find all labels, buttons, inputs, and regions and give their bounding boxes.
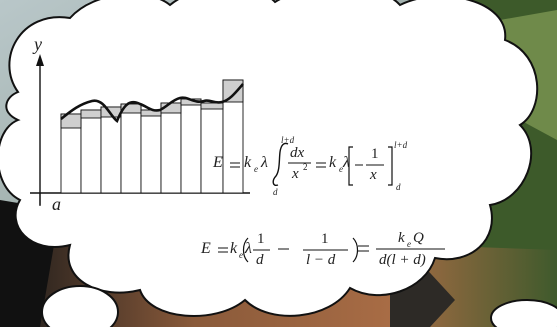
eq2-lhs: E — [201, 240, 211, 257]
paren-left — [242, 237, 249, 263]
eq1-numerator: dx — [290, 145, 305, 161]
eq1-power: 2 — [303, 162, 308, 172]
eq1-lambda-2: λ — [343, 154, 350, 171]
bar-7 — [180, 98, 202, 194]
a-label: a — [52, 194, 61, 214]
thought-cloud — [0, 0, 539, 317]
y-axis-label: y — [34, 34, 42, 54]
eq2-result-den: d(l + d) — [379, 252, 426, 268]
eq1-lhs: E — [213, 154, 223, 171]
riemann-bars — [60, 79, 244, 194]
bar-2 — [80, 109, 102, 194]
eq1-coef-sub-2: e — [339, 164, 343, 174]
paren-right — [352, 237, 359, 263]
eq1-denominator: x — [292, 166, 299, 182]
eq2-coef: k — [230, 240, 238, 257]
eq2-frac1-num: 1 — [257, 231, 265, 247]
eq2-coef-sub: e — [239, 250, 243, 260]
eq1-coef: k — [244, 154, 252, 171]
eq1-lower-limit: d — [273, 187, 278, 197]
eq2-result-num: Q — [413, 230, 424, 246]
y-axis-arrow — [36, 54, 44, 66]
eq2-frac2-num: 1 — [321, 231, 329, 247]
eq1-x: x — [370, 167, 377, 183]
eq1-lambda: λ — [261, 154, 268, 171]
cap-9 — [222, 79, 244, 103]
bracket-right — [388, 146, 393, 186]
eq1-upper-limit: l+d — [281, 135, 295, 145]
bracket-left — [348, 146, 353, 186]
function-curve — [60, 83, 244, 124]
thought-bubble-tiny — [490, 299, 557, 327]
cap-2 — [80, 109, 102, 119]
eq2-result-num-sub: e — [407, 239, 411, 249]
eq1-coef-sub: e — [254, 164, 258, 174]
eq1-bracket-lower: d — [396, 182, 401, 192]
cap-4 — [120, 103, 142, 114]
eq2-result-num-k: k — [398, 230, 405, 246]
bar-5 — [140, 109, 162, 194]
bar-8 — [200, 102, 224, 194]
bar-4 — [120, 103, 142, 194]
thought-bubble-small — [41, 285, 119, 327]
eq2-frac2-den: l − d — [306, 252, 336, 268]
eq2-lambda: λ — [245, 240, 252, 257]
eq1-coef-2: k — [329, 154, 337, 171]
eq1-bracket-upper: l+d — [394, 140, 408, 150]
eq1-one: 1 — [371, 146, 379, 162]
integral-sign — [272, 142, 289, 187]
eq2-frac1-den: d — [256, 252, 264, 268]
bar-6 — [160, 102, 182, 194]
cap-8 — [200, 102, 224, 110]
cap-1 — [60, 113, 82, 129]
